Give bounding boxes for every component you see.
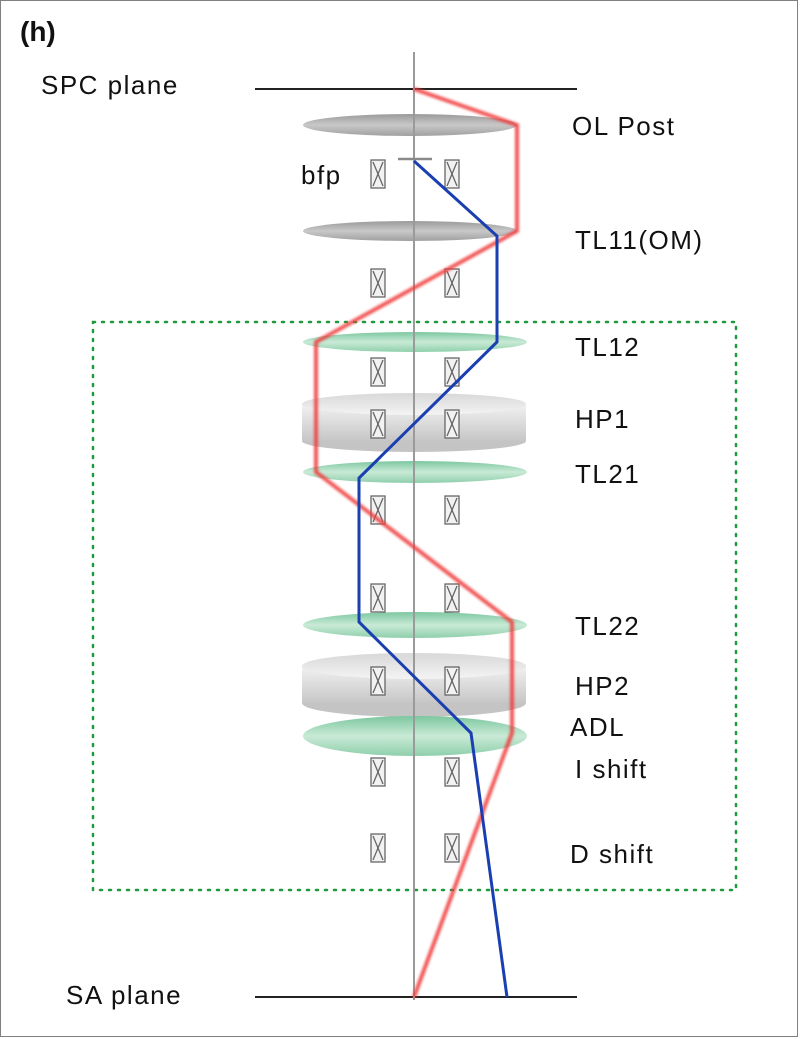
i-shift-label: I shift [575, 754, 648, 784]
tl21-label: TL21 [575, 459, 641, 489]
red-ray [314, 87, 519, 998]
hp2-label: HP2 [575, 671, 631, 701]
coil-box-1-0 [370, 268, 386, 298]
coil-box-5-0 [370, 583, 386, 613]
ol-post-label: OL Post [572, 111, 676, 141]
ol-post-lens [303, 114, 517, 136]
coil-box-3-1 [444, 409, 460, 439]
coil-box-0-1 [444, 159, 460, 189]
tl11-label: TL11(OM) [575, 225, 704, 255]
bfp-label: bfp [301, 160, 342, 190]
sa-plane-label: SA plane [66, 980, 183, 1010]
spc-plane-label: SPC plane [41, 70, 179, 100]
coil-box-6-0 [370, 666, 386, 696]
coil-box-7-1 [444, 757, 460, 787]
coil-box-2-1 [444, 357, 460, 387]
coil-box-8-1 [444, 833, 460, 863]
tl22-label: TL22 [575, 611, 641, 641]
tl11-lens [303, 221, 517, 241]
coil-box-3-0 [370, 409, 386, 439]
blue-ray [357, 159, 509, 998]
deflector-coils [370, 159, 460, 863]
hp1-label: HP1 [575, 404, 631, 434]
adl-label: ADL [570, 712, 626, 742]
tl12-label: TL12 [575, 332, 641, 362]
panel-tag: (h) [20, 16, 56, 47]
coil-box-0-0 [370, 159, 386, 189]
coil-box-5-1 [444, 583, 460, 613]
coil-box-1-1 [444, 268, 460, 298]
coil-box-4-1 [444, 495, 460, 525]
coil-box-7-0 [370, 757, 386, 787]
coil-box-6-1 [444, 666, 460, 696]
coil-box-8-0 [370, 833, 386, 863]
coil-box-2-0 [370, 357, 386, 387]
d-shift-label: D shift [570, 839, 655, 869]
